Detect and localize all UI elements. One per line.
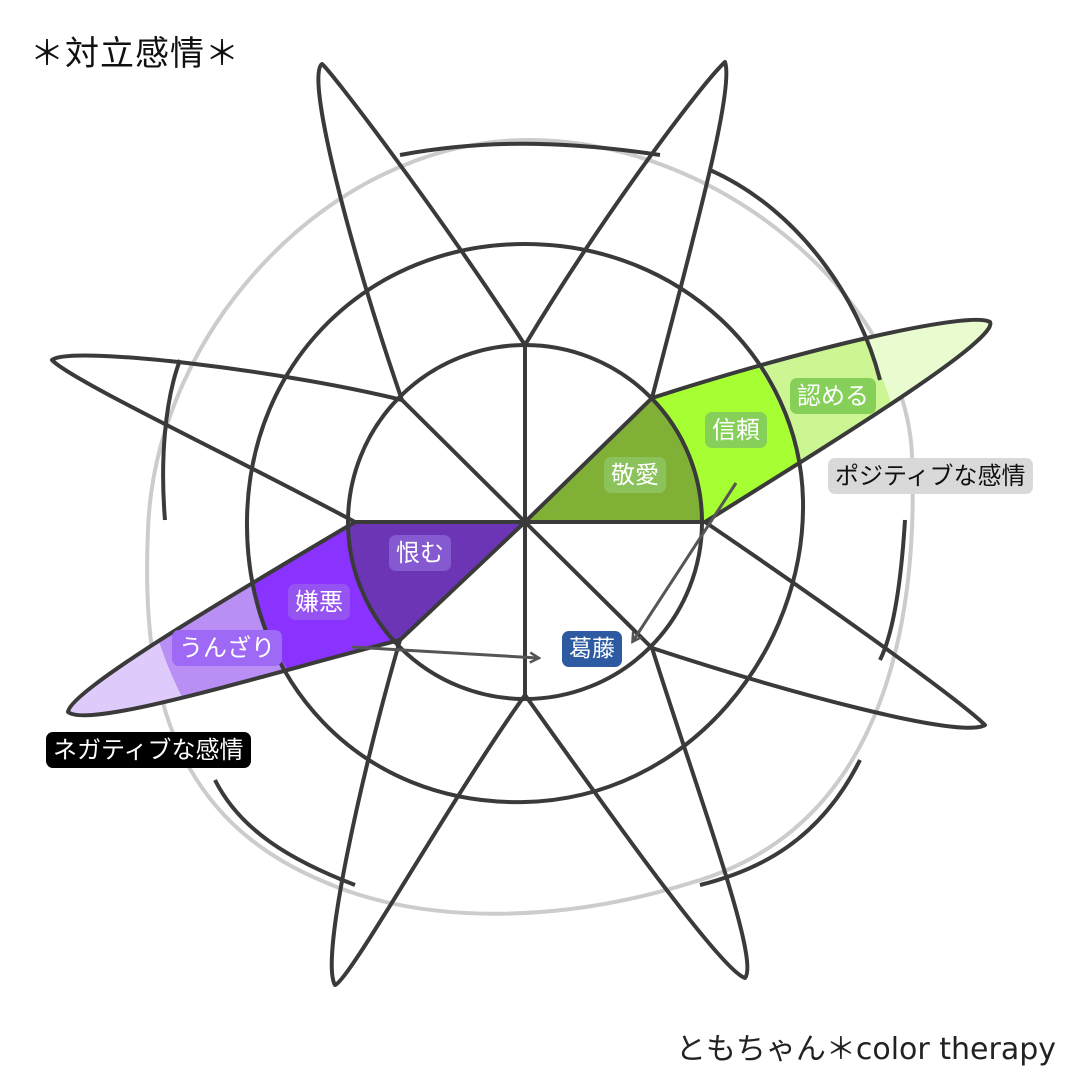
spoke-north-west [400, 398, 527, 524]
ring-outer [161, 141, 907, 887]
label-conflict: 葛藤 [562, 631, 622, 667]
petal-north-west [316, 62, 527, 401]
petal-north-east [523, 60, 729, 399]
label-weariness: うんざり [172, 630, 282, 666]
spoke-north-east [523, 396, 654, 524]
label-disgust: 嫌悪 [288, 584, 350, 620]
conflict-arrows [351, 482, 738, 658]
petal-east-upper [651, 317, 993, 524]
ring-middle [244, 241, 806, 805]
spoke-south-west [398, 520, 527, 642]
label-resentment: 恨む [389, 535, 451, 571]
credit-text: ともちゃん＊color therapy [675, 1032, 1056, 1067]
petal-west-upper [50, 353, 403, 524]
sector-spokes [355, 345, 705, 695]
arrow-from-negative [351, 645, 538, 658]
petal-west-lower [66, 520, 401, 718]
label-trust: 信頼 [705, 412, 767, 448]
emotion-petals [50, 60, 993, 987]
legend-positive-emotion: ポジティブな感情 [828, 458, 1033, 494]
page-title: ＊対立感情＊ [30, 34, 240, 74]
petal-south-west [329, 639, 527, 987]
petal-east-lower [651, 520, 987, 730]
label-acknowledge: 認める [790, 378, 876, 414]
label-respect: 敬愛 [604, 457, 666, 493]
arrow-from-positive [633, 482, 738, 641]
spoke-south-east [523, 520, 654, 650]
legend-negative-emotion: ネガティブな感情 [46, 732, 251, 768]
petal-south-east [523, 647, 750, 980]
